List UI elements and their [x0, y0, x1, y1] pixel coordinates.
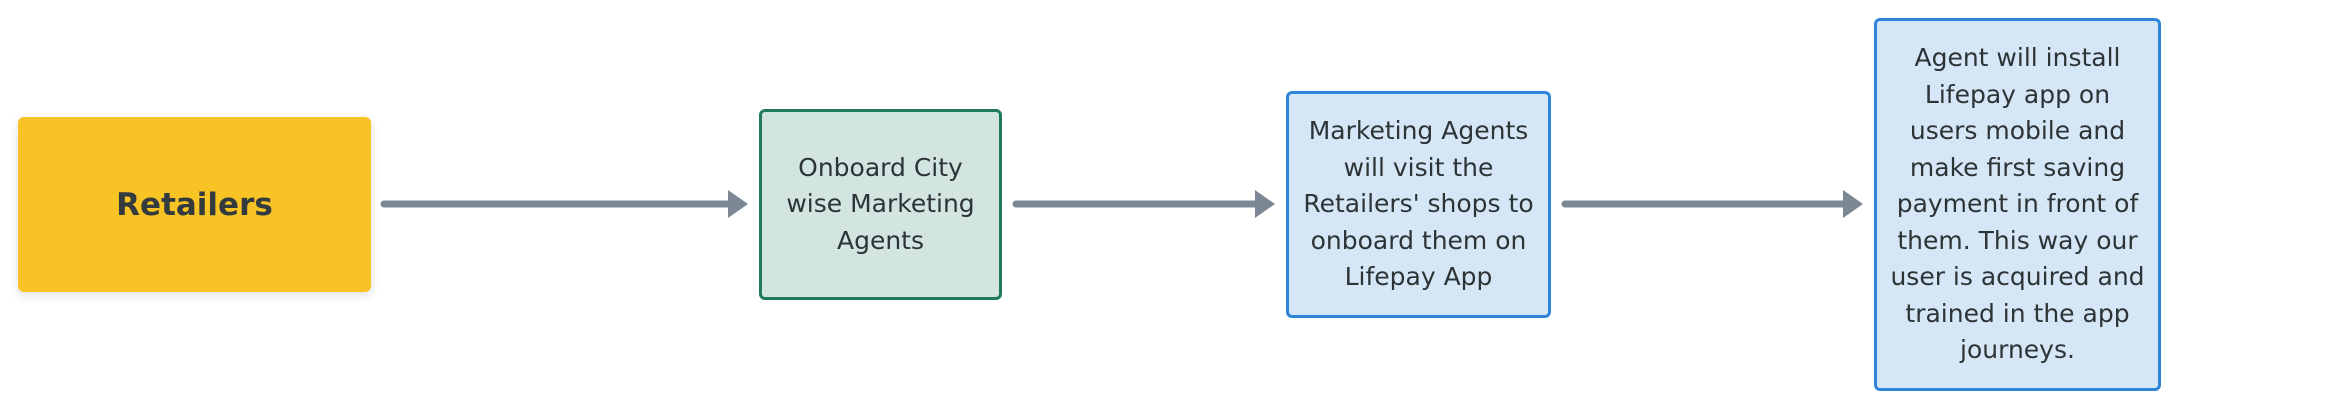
install-app-label: Agent will install Lifepay app on users … — [1890, 43, 2145, 365]
arrow-onboard-to-visit — [1012, 190, 1275, 218]
onboard-agents-node: Onboard City wise Marketing Agents — [759, 109, 1002, 300]
install-app-node: Agent will install Lifepay app on users … — [1874, 18, 2161, 391]
onboard-agents-label: Onboard City wise Marketing Agents — [786, 152, 975, 255]
arrow-visit-to-install — [1561, 190, 1863, 218]
retailers-node: Retailers — [18, 117, 371, 292]
arrow-retailers-to-onboard — [380, 190, 748, 218]
agents-visit-node: Marketing Agents will visit the Retailer… — [1286, 91, 1551, 318]
agents-visit-label: Marketing Agents will visit the Retailer… — [1303, 116, 1534, 292]
retailers-label: Retailers — [116, 186, 273, 223]
